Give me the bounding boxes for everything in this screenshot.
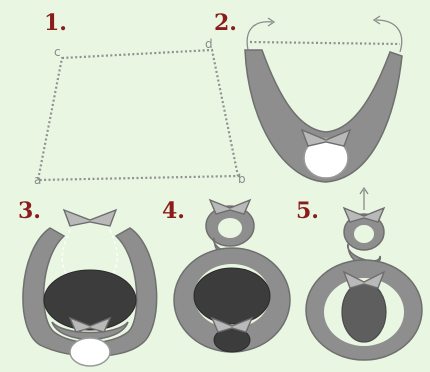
step-3-figure: 3. xyxy=(18,198,157,366)
corner-c-mark: c xyxy=(54,45,61,59)
inner-pocket xyxy=(342,282,386,342)
step-3-label: 3. xyxy=(18,198,41,224)
step-4-label: 4. xyxy=(162,198,185,224)
dark-ball xyxy=(44,270,136,330)
corner-d-mark: d xyxy=(205,37,213,51)
object-ball xyxy=(70,338,110,366)
upper-loop-hole xyxy=(218,218,242,238)
step-4-figure: 4. xyxy=(162,198,290,352)
right-arrow-icon xyxy=(376,20,402,52)
folded-top-edge xyxy=(250,42,400,44)
step-2-label: 2. xyxy=(214,10,237,36)
cloth-outline xyxy=(38,50,238,180)
step-1-label: 1. xyxy=(44,10,67,36)
corner-a-mark: a xyxy=(34,173,41,187)
step-1-figure: 1. c d a b xyxy=(34,10,246,187)
upper-loop-hole xyxy=(354,225,374,243)
step-2-figure: 2. xyxy=(214,10,402,182)
step-5-figure: 5. xyxy=(296,188,422,360)
top-knot-icon xyxy=(64,210,116,226)
step-5-label: 5. xyxy=(296,198,319,224)
dark-ball xyxy=(194,268,270,324)
corner-b-mark: b xyxy=(238,172,246,186)
